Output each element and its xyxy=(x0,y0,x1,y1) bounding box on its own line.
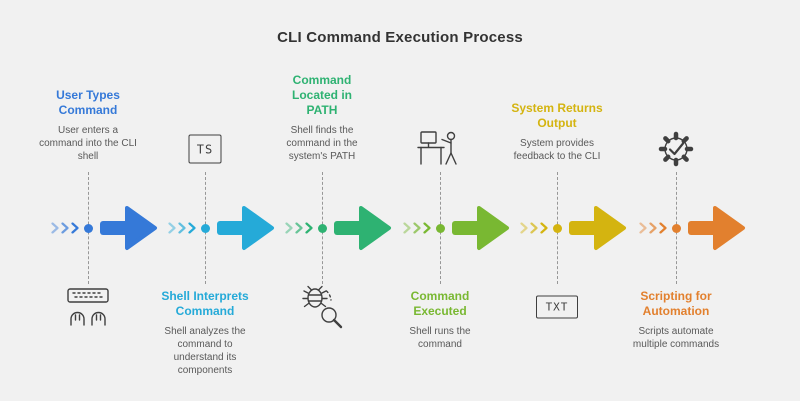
step-title: System Returns Output xyxy=(511,101,603,130)
timeline-dot xyxy=(435,223,445,233)
step-description: System provides feedback to the CLI xyxy=(513,138,601,162)
step-description: Shell finds the command in the system's … xyxy=(286,125,358,162)
step-title: Command Located in PATH xyxy=(291,73,352,117)
ts-file-label: TS xyxy=(188,134,222,164)
flow-arrow-icon xyxy=(568,205,628,251)
flow-arrow-icon xyxy=(216,205,276,251)
step-user-types-command: User Types Command User enters a command… xyxy=(28,0,157,401)
step-scripting-for-automation: Scripting for Automation Scripts automat… xyxy=(616,0,745,401)
timeline-dot xyxy=(671,223,681,233)
step-title: Command Executed xyxy=(410,289,470,318)
step-text: Shell Interprets Command Shell analyzes … xyxy=(147,289,263,377)
bug-search-icon xyxy=(300,285,344,329)
step-command-located-in-path: Command Located in PATH Shell finds the … xyxy=(262,0,391,401)
timeline-dot xyxy=(200,223,210,233)
flow-arrow-icon xyxy=(687,205,747,251)
chevron-sequence-icon xyxy=(168,222,196,234)
gear-check-icon xyxy=(654,127,698,171)
workstation-icon xyxy=(416,129,464,169)
step-description: User enters a command into the CLI shell xyxy=(39,125,137,162)
timeline-dot xyxy=(83,223,93,233)
step-description: Shell analyzes the command to understand… xyxy=(164,326,246,376)
step-text: System Returns Output System provides fe… xyxy=(499,101,615,163)
step-system-returns-output: System Returns Output System provides fe… xyxy=(497,0,626,401)
timeline-dot xyxy=(317,223,327,233)
txt-file-icon: TXT xyxy=(536,295,578,319)
chevron-sequence-icon xyxy=(403,222,431,234)
step-text: User Types Command User enters a command… xyxy=(30,88,146,163)
step-description: Scripts automate multiple commands xyxy=(632,326,720,350)
step-description: Shell runs the command xyxy=(409,326,471,350)
diagram-title: CLI Command Execution Process xyxy=(277,29,523,46)
step-title: Shell Interprets Command xyxy=(161,289,249,318)
step-title: User Types Command xyxy=(56,88,120,117)
keyboard-typing-icon xyxy=(64,287,112,327)
chevron-sequence-icon xyxy=(520,222,548,234)
flow-arrow-icon xyxy=(451,205,511,251)
flow-arrow-icon xyxy=(99,205,159,251)
step-text: Scripting for Automation Scripts automat… xyxy=(618,289,734,351)
step-text: Command Located in PATH Shell finds the … xyxy=(264,73,380,163)
chevron-sequence-icon xyxy=(639,222,667,234)
txt-file-label: TXT xyxy=(536,295,578,319)
step-command-executed: Command Executed Shell runs the command xyxy=(380,0,509,401)
ts-file-icon: TS xyxy=(188,134,222,164)
chevron-sequence-icon xyxy=(51,222,79,234)
step-title: Scripting for Automation xyxy=(640,289,712,318)
step-text: Command Executed Shell runs the command xyxy=(382,289,498,351)
chevron-sequence-icon xyxy=(285,222,313,234)
flow-arrow-icon xyxy=(333,205,393,251)
timeline-dot xyxy=(552,223,562,233)
step-shell-interprets-command: TS Shell Interprets Command Shell analyz… xyxy=(145,0,274,401)
